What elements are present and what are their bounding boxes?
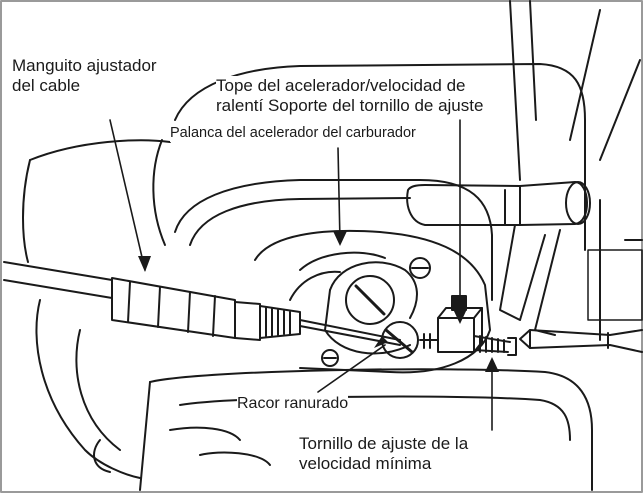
cable-assembly xyxy=(3,261,401,346)
engine-shroud xyxy=(22,63,586,263)
right-bracket xyxy=(499,199,643,341)
top-screw xyxy=(409,257,431,279)
leader-arrowheads xyxy=(138,231,499,372)
label-idle-adjust-screw-line2: velocidad mínima xyxy=(299,454,432,474)
arrow-cable-sleeve xyxy=(138,256,151,272)
label-carburetor-throttle-lever: Palanca del acelerador del carburador xyxy=(170,125,416,143)
label-carburetor-throttle-lever-line1: Palanca del acelerador del carburador xyxy=(170,125,416,141)
throttle-lever-disc xyxy=(324,261,418,355)
handle-bar xyxy=(406,181,591,226)
leader-cable-sleeve xyxy=(109,119,146,271)
throttle-bracket xyxy=(174,179,493,301)
label-cable-adjuster-sleeve-line1: Manguito ajustador xyxy=(12,56,157,75)
screwdriver xyxy=(519,329,643,353)
leader-lines xyxy=(109,119,493,431)
label-cable-adjuster-sleeve-line2: del cable xyxy=(12,76,81,96)
arrow-carb-lever xyxy=(333,231,347,246)
slotted-fitting-shape xyxy=(321,321,419,367)
arrow-idle-screw xyxy=(485,357,499,372)
leader-slotted-fitting xyxy=(317,344,386,393)
label-idle-adjust-screw: Tornillo de ajuste de la velocidad mínim… xyxy=(299,434,468,475)
lower-housing xyxy=(35,299,593,491)
carburetor-body xyxy=(254,229,491,374)
label-slotted-fitting: Racor ranurado xyxy=(237,394,349,414)
arrow-slotted-fitting xyxy=(374,336,388,348)
top-housing xyxy=(509,0,641,181)
label-throttle-stop-line1: Tope del acelerador/velocidad de xyxy=(216,76,466,95)
label-idle-adjust-screw-line1: Tornillo de ajuste de la xyxy=(299,434,469,453)
label-throttle-stop: Tope del acelerador/velocidad de ralentí… xyxy=(216,76,484,117)
label-cable-adjuster-sleeve: Manguito ajustador del cable xyxy=(12,56,157,97)
label-slotted-fitting-line1: Racor ranurado xyxy=(237,395,349,412)
arrow-throttle-stop xyxy=(453,309,467,324)
label-throttle-stop-line2: ralentí Soporte del tornillo de ajuste xyxy=(216,96,484,116)
leader-carb-lever xyxy=(337,147,341,243)
